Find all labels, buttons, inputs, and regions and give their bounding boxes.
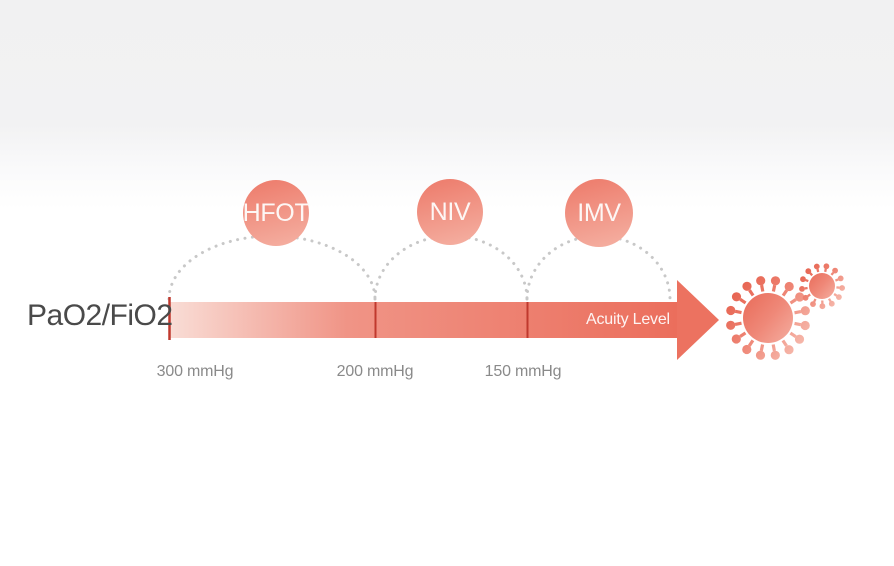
dotted-arc-hfot [167,234,377,301]
pao2-fio2-axis-label: PaO2/FiO2 [27,299,173,332]
stage-label-hfot: HFOT [242,198,310,227]
coronavirus-icon-small [799,263,845,310]
acuity-arrow-shaft [169,302,678,338]
dotted-arc-niv [373,234,529,301]
stage-label-niv: NIV [429,197,471,226]
stage-circle-imv: IMV [565,179,633,247]
stage-label-imv: IMV [577,198,621,227]
acuity-arrow-head [677,280,719,360]
threshold-ticks [168,297,529,340]
threshold-label-300: 300 mmHg [156,363,234,380]
coronavirus-icon-large [726,276,810,360]
stage-circle-hfot: HFOT [242,180,310,246]
stage-circle-niv: NIV [417,179,483,245]
threshold-label-200: 200 mmHg [336,363,414,380]
acuity-level-label: Acuity Level [586,311,670,328]
virus-body [809,273,835,299]
threshold-label-150: 150 mmHg [484,363,562,380]
virus-body [743,293,793,343]
